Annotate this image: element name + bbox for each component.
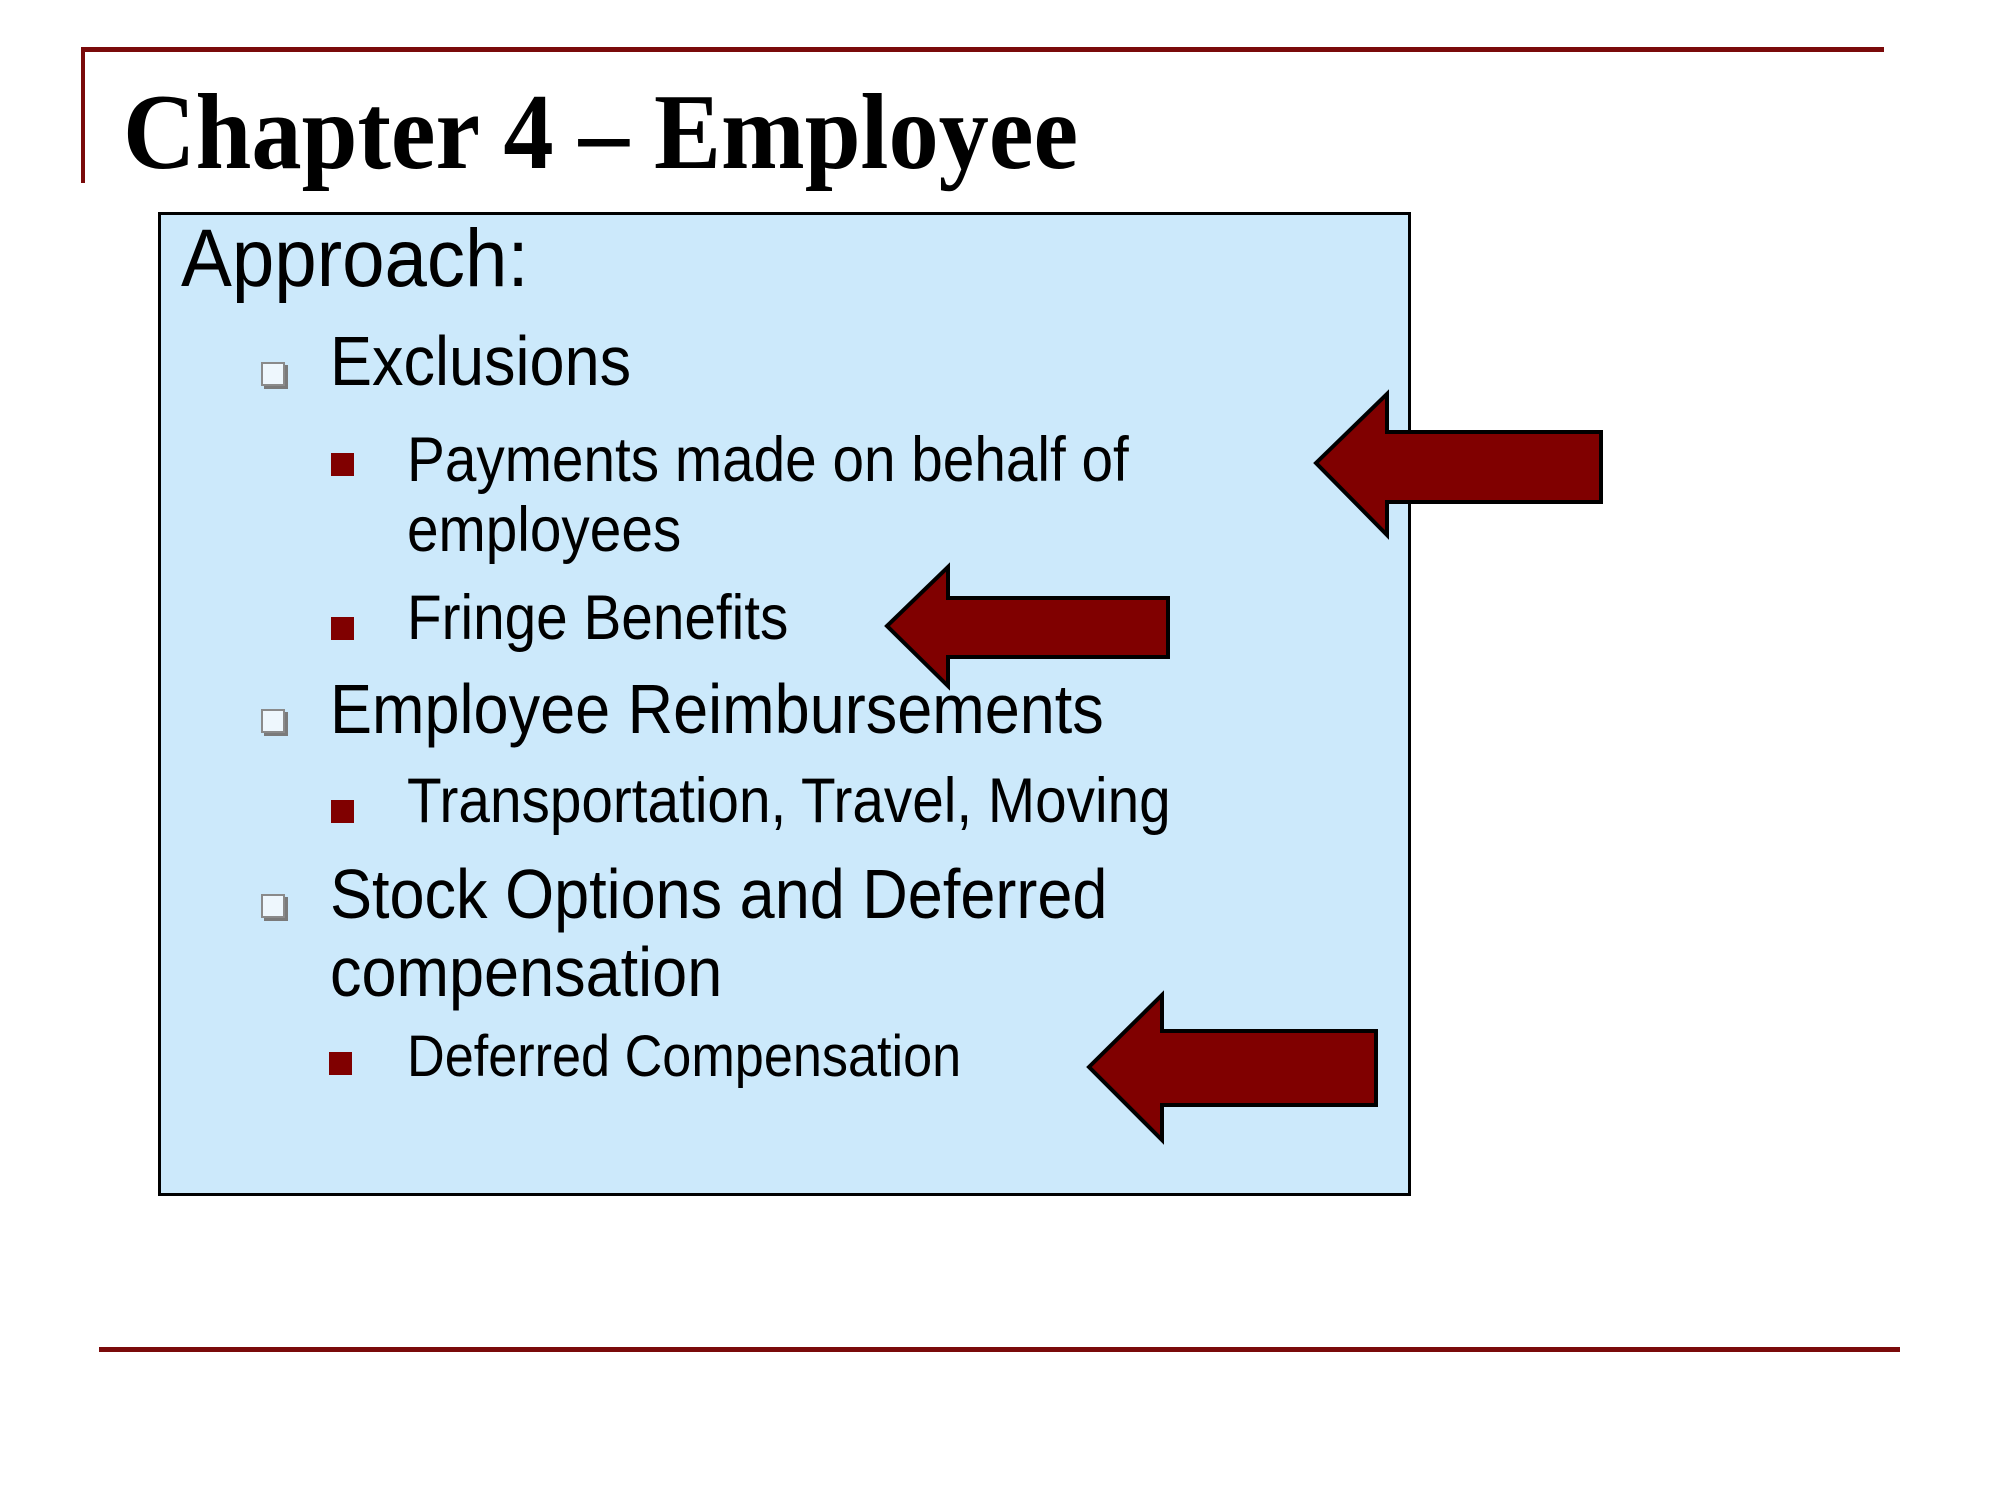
filled-square-bullet-icon	[331, 453, 354, 476]
top-rule	[82, 47, 1884, 52]
list-item-stock-options-line1: Stock Options and Deferred	[330, 855, 1108, 933]
subitem-deferred-compensation: Deferred Compensation	[407, 1024, 962, 1089]
bottom-rule	[99, 1347, 1900, 1352]
list-item-stock-options-line2: compensation	[330, 933, 723, 1011]
left-rule	[81, 47, 85, 183]
hollow-square-bullet-icon	[261, 362, 285, 386]
hollow-square-bullet-icon	[261, 709, 285, 733]
slide-title: Chapter 4 – Employee	[123, 73, 1079, 192]
list-item-exclusions: Exclusions	[330, 322, 632, 400]
filled-square-bullet-icon	[331, 617, 354, 640]
approach-heading: Approach:	[181, 213, 529, 304]
filled-square-bullet-icon	[329, 1052, 352, 1075]
subitem-transportation: Transportation, Travel, Moving	[407, 766, 1171, 836]
subitem-payments-line1: Payments made on behalf of	[407, 425, 1129, 495]
filled-square-bullet-icon	[331, 800, 354, 823]
list-item-employee-reimbursements: Employee Reimbursements	[330, 670, 1104, 748]
hollow-square-bullet-icon	[261, 894, 285, 918]
subitem-fringe-benefits: Fringe Benefits	[407, 583, 789, 653]
subitem-payments-line2: employees	[407, 495, 682, 565]
